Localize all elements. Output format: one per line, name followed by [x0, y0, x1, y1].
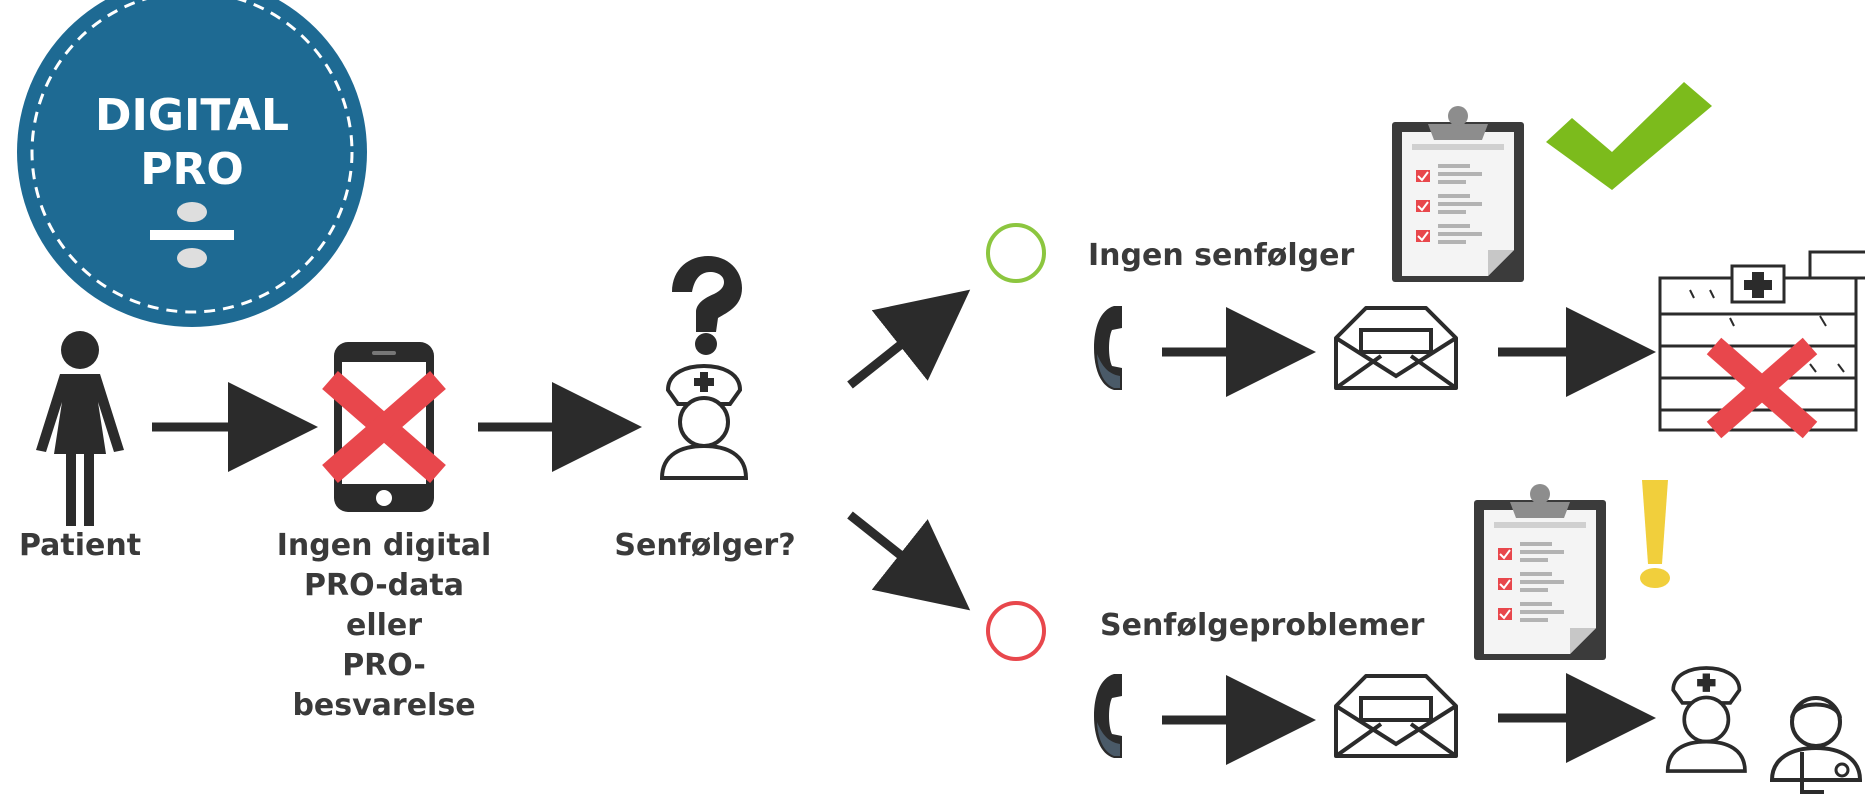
telephone-handset-icon: [1094, 674, 1122, 758]
nurse-icon: [660, 364, 748, 480]
hospital-icon: [1658, 250, 1865, 432]
arrow-down: [847, 511, 971, 611]
no-data-line-3: eller: [345, 608, 423, 643]
arrow-up: [847, 289, 971, 389]
badge-title-line2: PRO: [140, 144, 244, 195]
no-data-line-1: Ingen digital: [276, 528, 492, 563]
green-circle-icon: [986, 223, 1046, 283]
clipboard-icon: [1391, 105, 1525, 283]
no-data-line-5: besvarelse: [292, 688, 476, 723]
outcome-problems-label: Senfølgeproblemer: [1100, 608, 1425, 643]
checkmark-icon: [1546, 82, 1712, 190]
question-mark-icon: [672, 256, 742, 355]
outcome-none-label: Ingen senfølger: [1088, 238, 1355, 273]
no-data-label: Ingen digital PRO-data eller PRO- besvar…: [264, 526, 504, 726]
exclamation-icon: [1640, 480, 1670, 588]
woman-icon: [36, 331, 124, 526]
red-circle-icon: [986, 601, 1046, 661]
no-data-line-2: PRO-data: [304, 568, 464, 603]
red-x-icon: [1706, 337, 1818, 439]
no-data-line-4: PRO-: [342, 648, 426, 683]
doctor-icon: [1769, 696, 1863, 794]
digital-pro-badge: [17, 0, 367, 327]
telephone-handset-icon: [1094, 306, 1122, 390]
red-x-icon: [322, 370, 446, 484]
patient-label: Patient: [18, 528, 142, 563]
envelope-icon: [1334, 674, 1458, 758]
envelope-icon: [1334, 306, 1458, 390]
divide-icon: [150, 202, 234, 268]
nurse-icon: [1665, 666, 1747, 773]
question-label: Senfølger?: [614, 528, 796, 563]
clipboard-icon: [1473, 483, 1607, 661]
badge-title-line1: DIGITAL: [94, 90, 290, 141]
